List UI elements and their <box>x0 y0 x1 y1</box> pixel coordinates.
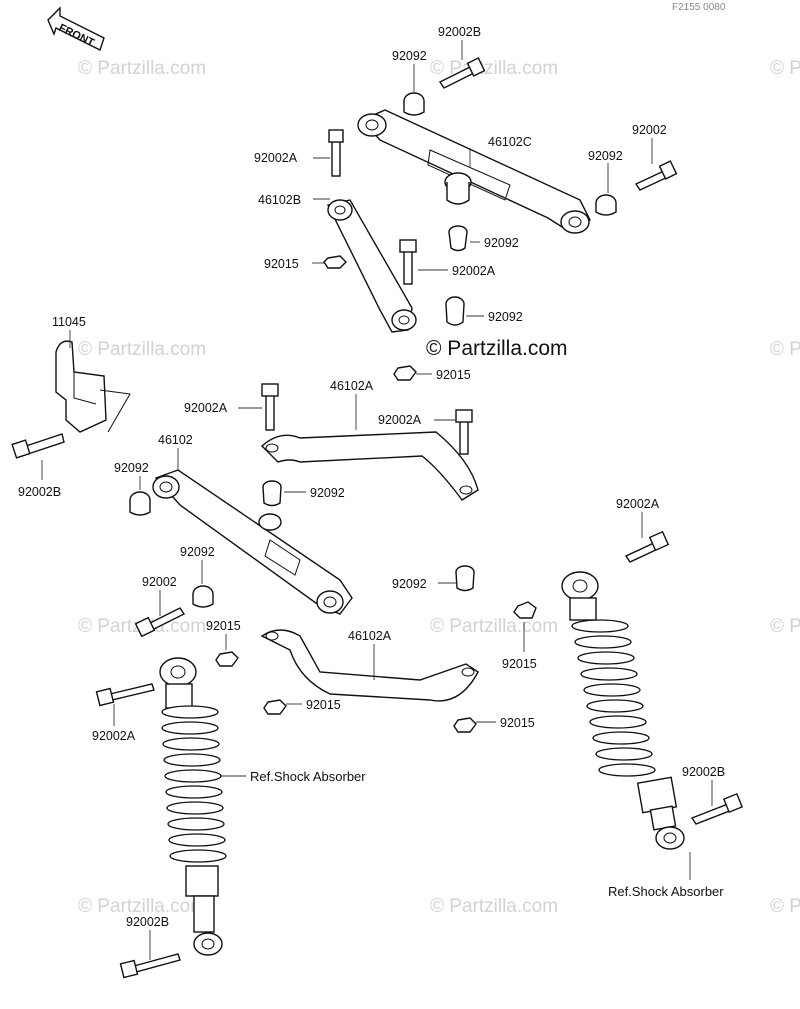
lower-arm-46102 <box>152 469 353 615</box>
label-92002b-top: 92002B <box>438 25 481 39</box>
watermark-text: © Partzilla.com <box>78 58 206 79</box>
label-46102a-lower: 46102A <box>348 629 392 643</box>
spring-coil <box>571 619 656 777</box>
shock-absorber-right <box>561 571 685 850</box>
watermark-layer: © Partzilla.com © Partzilla.com © Partzi… <box>78 58 800 917</box>
label-92092-lower-right2: 92092 <box>392 577 427 591</box>
label-92002a-left-cross: 92002A <box>184 401 228 415</box>
bushing-92092-arm-center <box>262 480 282 507</box>
label-92092-top: 92092 <box>392 49 427 63</box>
nut-92015-arm <box>215 651 239 667</box>
nut-92015-mid <box>393 365 417 381</box>
watermark-text: © Partzilla.com <box>770 896 800 917</box>
label-ref-shock-absorber-right: Ref.Shock Absorber <box>608 884 724 899</box>
label-92002a-mid: 92002A <box>452 264 496 278</box>
label-92092-arm-lower: 92092 <box>180 545 215 559</box>
label-92002-right: 92002 <box>632 123 667 137</box>
bolt-92002a-top <box>328 129 344 177</box>
bolt-92002b-shock-right <box>690 792 744 825</box>
watermark-text: © Partzilla.com <box>430 616 558 637</box>
nut-92015-top <box>323 255 347 269</box>
watermark-main-text: © Partzilla.com <box>426 337 568 360</box>
label-92092-mid: 92092 <box>484 236 519 250</box>
bolt-92002a-right-cross <box>455 409 473 455</box>
label-92002a-right-cross: 92002A <box>378 413 422 427</box>
spring-coil <box>161 705 227 863</box>
label-46102c: 46102C <box>488 135 532 149</box>
label-46102b: 46102B <box>258 193 301 207</box>
nut-92015-lower-a <box>263 699 287 715</box>
label-92092-arm-center: 92092 <box>310 486 345 500</box>
bolt-92002b-top <box>438 57 486 89</box>
upper-arm-46102b <box>326 199 417 333</box>
bolt-92002a-left-cross <box>261 383 279 431</box>
bolt-92002a-shock-right <box>624 530 670 563</box>
bushing-92092-right <box>595 194 617 216</box>
nut-92015-shock-right <box>513 601 537 619</box>
part-labels: 92002B 92092 92002 92092 46102C 92002A 4… <box>18 25 725 929</box>
label-92015-top: 92015 <box>264 257 299 271</box>
label-46102a-upper: 46102A <box>330 379 374 393</box>
bushing-92092-top <box>403 92 425 116</box>
bolt-92002a-shock-left <box>95 683 155 707</box>
label-92015-shock-right: 92015 <box>502 657 537 671</box>
front-arrow-icon: FRONT <box>47 6 105 51</box>
label-92002-arm: 92002 <box>142 575 177 589</box>
label-ref-shock-absorber-left: Ref.Shock Absorber <box>250 769 366 784</box>
watermark-text: © Partzilla.com <box>78 896 206 917</box>
bolt-92002b-bracket <box>11 433 65 459</box>
label-92015-lower-a: 92015 <box>306 698 341 712</box>
bushing-92092-arm-lower <box>192 585 214 608</box>
nut-92015-lower-b <box>453 717 477 733</box>
label-92002a-shock-right: 92002A <box>616 497 660 511</box>
bolt-92002a-mid <box>399 239 417 285</box>
bolt-92002-arm <box>134 607 186 638</box>
watermark-text: © Partzilla.com <box>430 58 558 79</box>
label-92002b-shock-left: 92002B <box>126 915 169 929</box>
crossmember-46102a-lower <box>260 629 479 702</box>
label-46102: 46102 <box>158 433 193 447</box>
watermark-text: © Partzilla.com <box>770 616 800 637</box>
label-92015-mid: 92015 <box>436 368 471 382</box>
label-92092-right: 92092 <box>588 149 623 163</box>
bushing-92092-mid <box>448 225 468 252</box>
upper-arm-46102c <box>357 109 591 234</box>
leader-lines <box>41 40 713 960</box>
crossmember-46102a-upper <box>260 431 479 501</box>
watermark-text: © Partzilla.com <box>770 58 800 79</box>
bushing-92092-lower-right2 <box>455 565 475 592</box>
bolt-92002-right <box>634 160 678 191</box>
label-92002b-bracket: 92002B <box>18 485 61 499</box>
bracket-11045 <box>55 340 131 433</box>
watermark-text: © Partzilla.com <box>78 339 206 360</box>
shock-absorber-left <box>159 657 227 956</box>
watermark-text: © Partzilla.com <box>770 339 800 360</box>
diagram-code: F2155 0080 <box>672 2 726 13</box>
label-92002a-shock-left: 92002A <box>92 729 136 743</box>
label-92015-arm: 92015 <box>206 619 241 633</box>
bushing-92092-arm-left <box>129 491 151 516</box>
label-92002b-shock-right: 92002B <box>682 765 725 779</box>
bushing-92092-lower-right <box>445 296 465 326</box>
label-11045: 11045 <box>52 315 86 329</box>
label-92092-arm-left: 92092 <box>114 461 149 475</box>
label-92015-lower-b: 92015 <box>500 716 535 730</box>
watermark-text: © Partzilla.com <box>430 896 558 917</box>
bolt-92002b-shock-left <box>119 953 181 979</box>
label-92002a-top: 92002A <box>254 151 298 165</box>
label-92092-lower-right: 92092 <box>488 310 523 324</box>
